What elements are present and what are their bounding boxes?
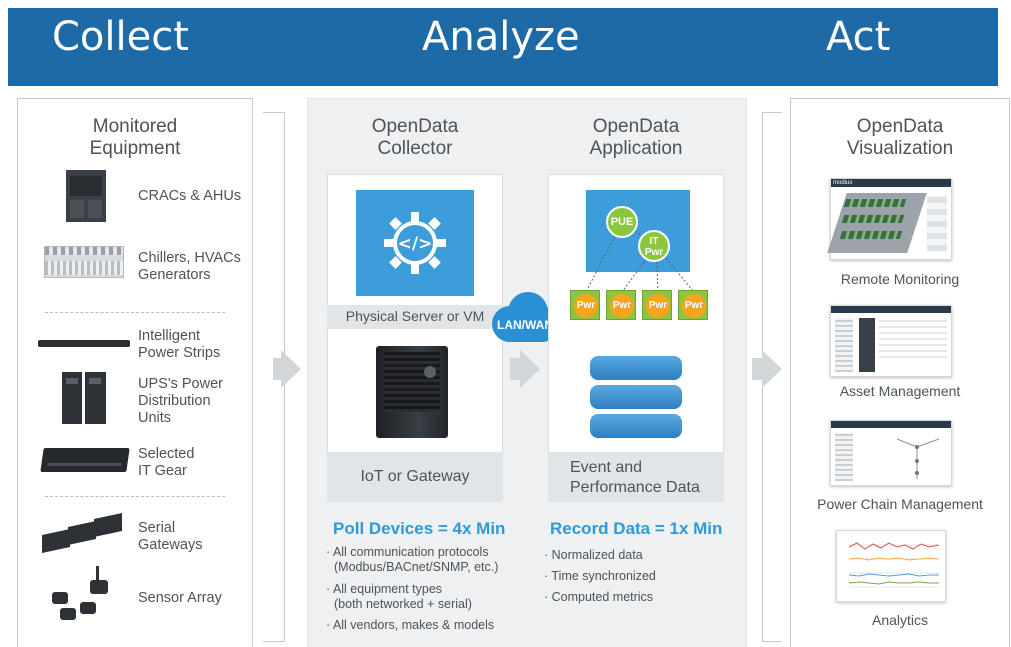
equipment-label: Chillers, HVACs Generators bbox=[138, 250, 241, 283]
power-chain-label: Power Chain Management bbox=[817, 496, 983, 512]
equipment-label: Sensor Array bbox=[138, 590, 222, 606]
collector-bullet: · All equipment types (both networked + … bbox=[326, 582, 472, 611]
database-icon bbox=[590, 356, 682, 438]
remote-monitoring-label: Remote Monitoring bbox=[840, 271, 960, 287]
chiller-icon bbox=[44, 246, 124, 278]
gateway-label: IoT or Gateway bbox=[360, 468, 470, 485]
collector-bullet: · All vendors, makes & models bbox=[326, 618, 495, 632]
record-data-headline: Record Data = 1x Min bbox=[550, 519, 723, 538]
collect-panel bbox=[17, 98, 253, 647]
collect-title-line2: Equipment bbox=[89, 138, 181, 159]
poll-devices-headline: Poll Devices = 4x Min bbox=[333, 519, 506, 538]
data-label-bar bbox=[548, 452, 724, 502]
collect-title: Monitored Equipment bbox=[17, 116, 253, 160]
gateway-device-icon bbox=[376, 346, 448, 438]
right-arrow-stem bbox=[752, 358, 762, 380]
it-pwr-node: IT Pwr bbox=[638, 230, 670, 262]
equipment-label: Selected IT Gear bbox=[138, 446, 195, 479]
power-strip-icon bbox=[38, 340, 130, 347]
lan-wan-label: LAN/WAN bbox=[497, 318, 553, 332]
analytics-thumbnail bbox=[836, 530, 946, 602]
server-label-bar bbox=[327, 305, 503, 329]
collector-bullet: · All communication protocols (Modbus/BA… bbox=[326, 545, 499, 574]
collect-heading: Collect bbox=[52, 14, 189, 60]
code-gear-icon: </> bbox=[384, 212, 446, 274]
server-label: Physical Server or VM bbox=[345, 308, 485, 324]
gateway-label-bar bbox=[327, 452, 503, 502]
separator bbox=[45, 496, 225, 497]
analyze-heading: Analyze bbox=[422, 14, 580, 60]
pwr-node: Pwr bbox=[678, 290, 708, 320]
pue-node: PUE bbox=[606, 206, 638, 238]
left-arrow-stem bbox=[273, 358, 281, 380]
equipment-label: Intelligent Power Strips bbox=[138, 328, 221, 361]
it-gear-icon bbox=[40, 448, 130, 472]
visualization-title: OpenData Visualization bbox=[846, 116, 954, 159]
serial-gateway-icon bbox=[42, 513, 124, 554]
asset-management-thumbnail bbox=[830, 305, 952, 377]
separator bbox=[45, 312, 225, 313]
collect-title-line1: Monitored bbox=[92, 116, 178, 137]
event-performance-label: Event and Performance Data bbox=[570, 459, 700, 496]
asset-management-label: Asset Management bbox=[839, 383, 961, 399]
code-gear-tile: </> bbox=[356, 190, 474, 296]
sensor-array-icon bbox=[46, 566, 120, 622]
pwr-node: Pwr bbox=[642, 290, 672, 320]
application-title: OpenData Application bbox=[589, 116, 683, 159]
equipment-label: CRACs & AHUs bbox=[138, 188, 242, 204]
crac-unit-icon bbox=[66, 170, 106, 222]
flow-arrow-icon bbox=[762, 350, 782, 388]
act-heading: Act bbox=[826, 14, 891, 60]
pwr-node: Pwr bbox=[570, 290, 600, 320]
remote-monitoring-thumbnail: modius bbox=[827, 178, 952, 260]
power-chain-thumbnail bbox=[830, 420, 952, 486]
flow-arrow-icon bbox=[520, 350, 540, 388]
ups-icon bbox=[62, 372, 106, 424]
mid-arrow-stem bbox=[510, 358, 520, 380]
cloud-icon bbox=[492, 292, 561, 342]
application-bullets: · Normalized data · Time synchronized · … bbox=[544, 548, 656, 604]
analytics-label: Analytics bbox=[871, 612, 929, 628]
equipment-label: Serial Gateways bbox=[138, 520, 203, 553]
header-banner bbox=[8, 8, 998, 86]
pwr-node: Pwr bbox=[606, 290, 636, 320]
flow-arrow-icon bbox=[281, 350, 301, 388]
svg-text:</>: </> bbox=[398, 234, 433, 254]
collector-title: OpenData Collector bbox=[371, 116, 459, 159]
equipment-label: UPS's Power Distribution Units bbox=[138, 376, 223, 426]
